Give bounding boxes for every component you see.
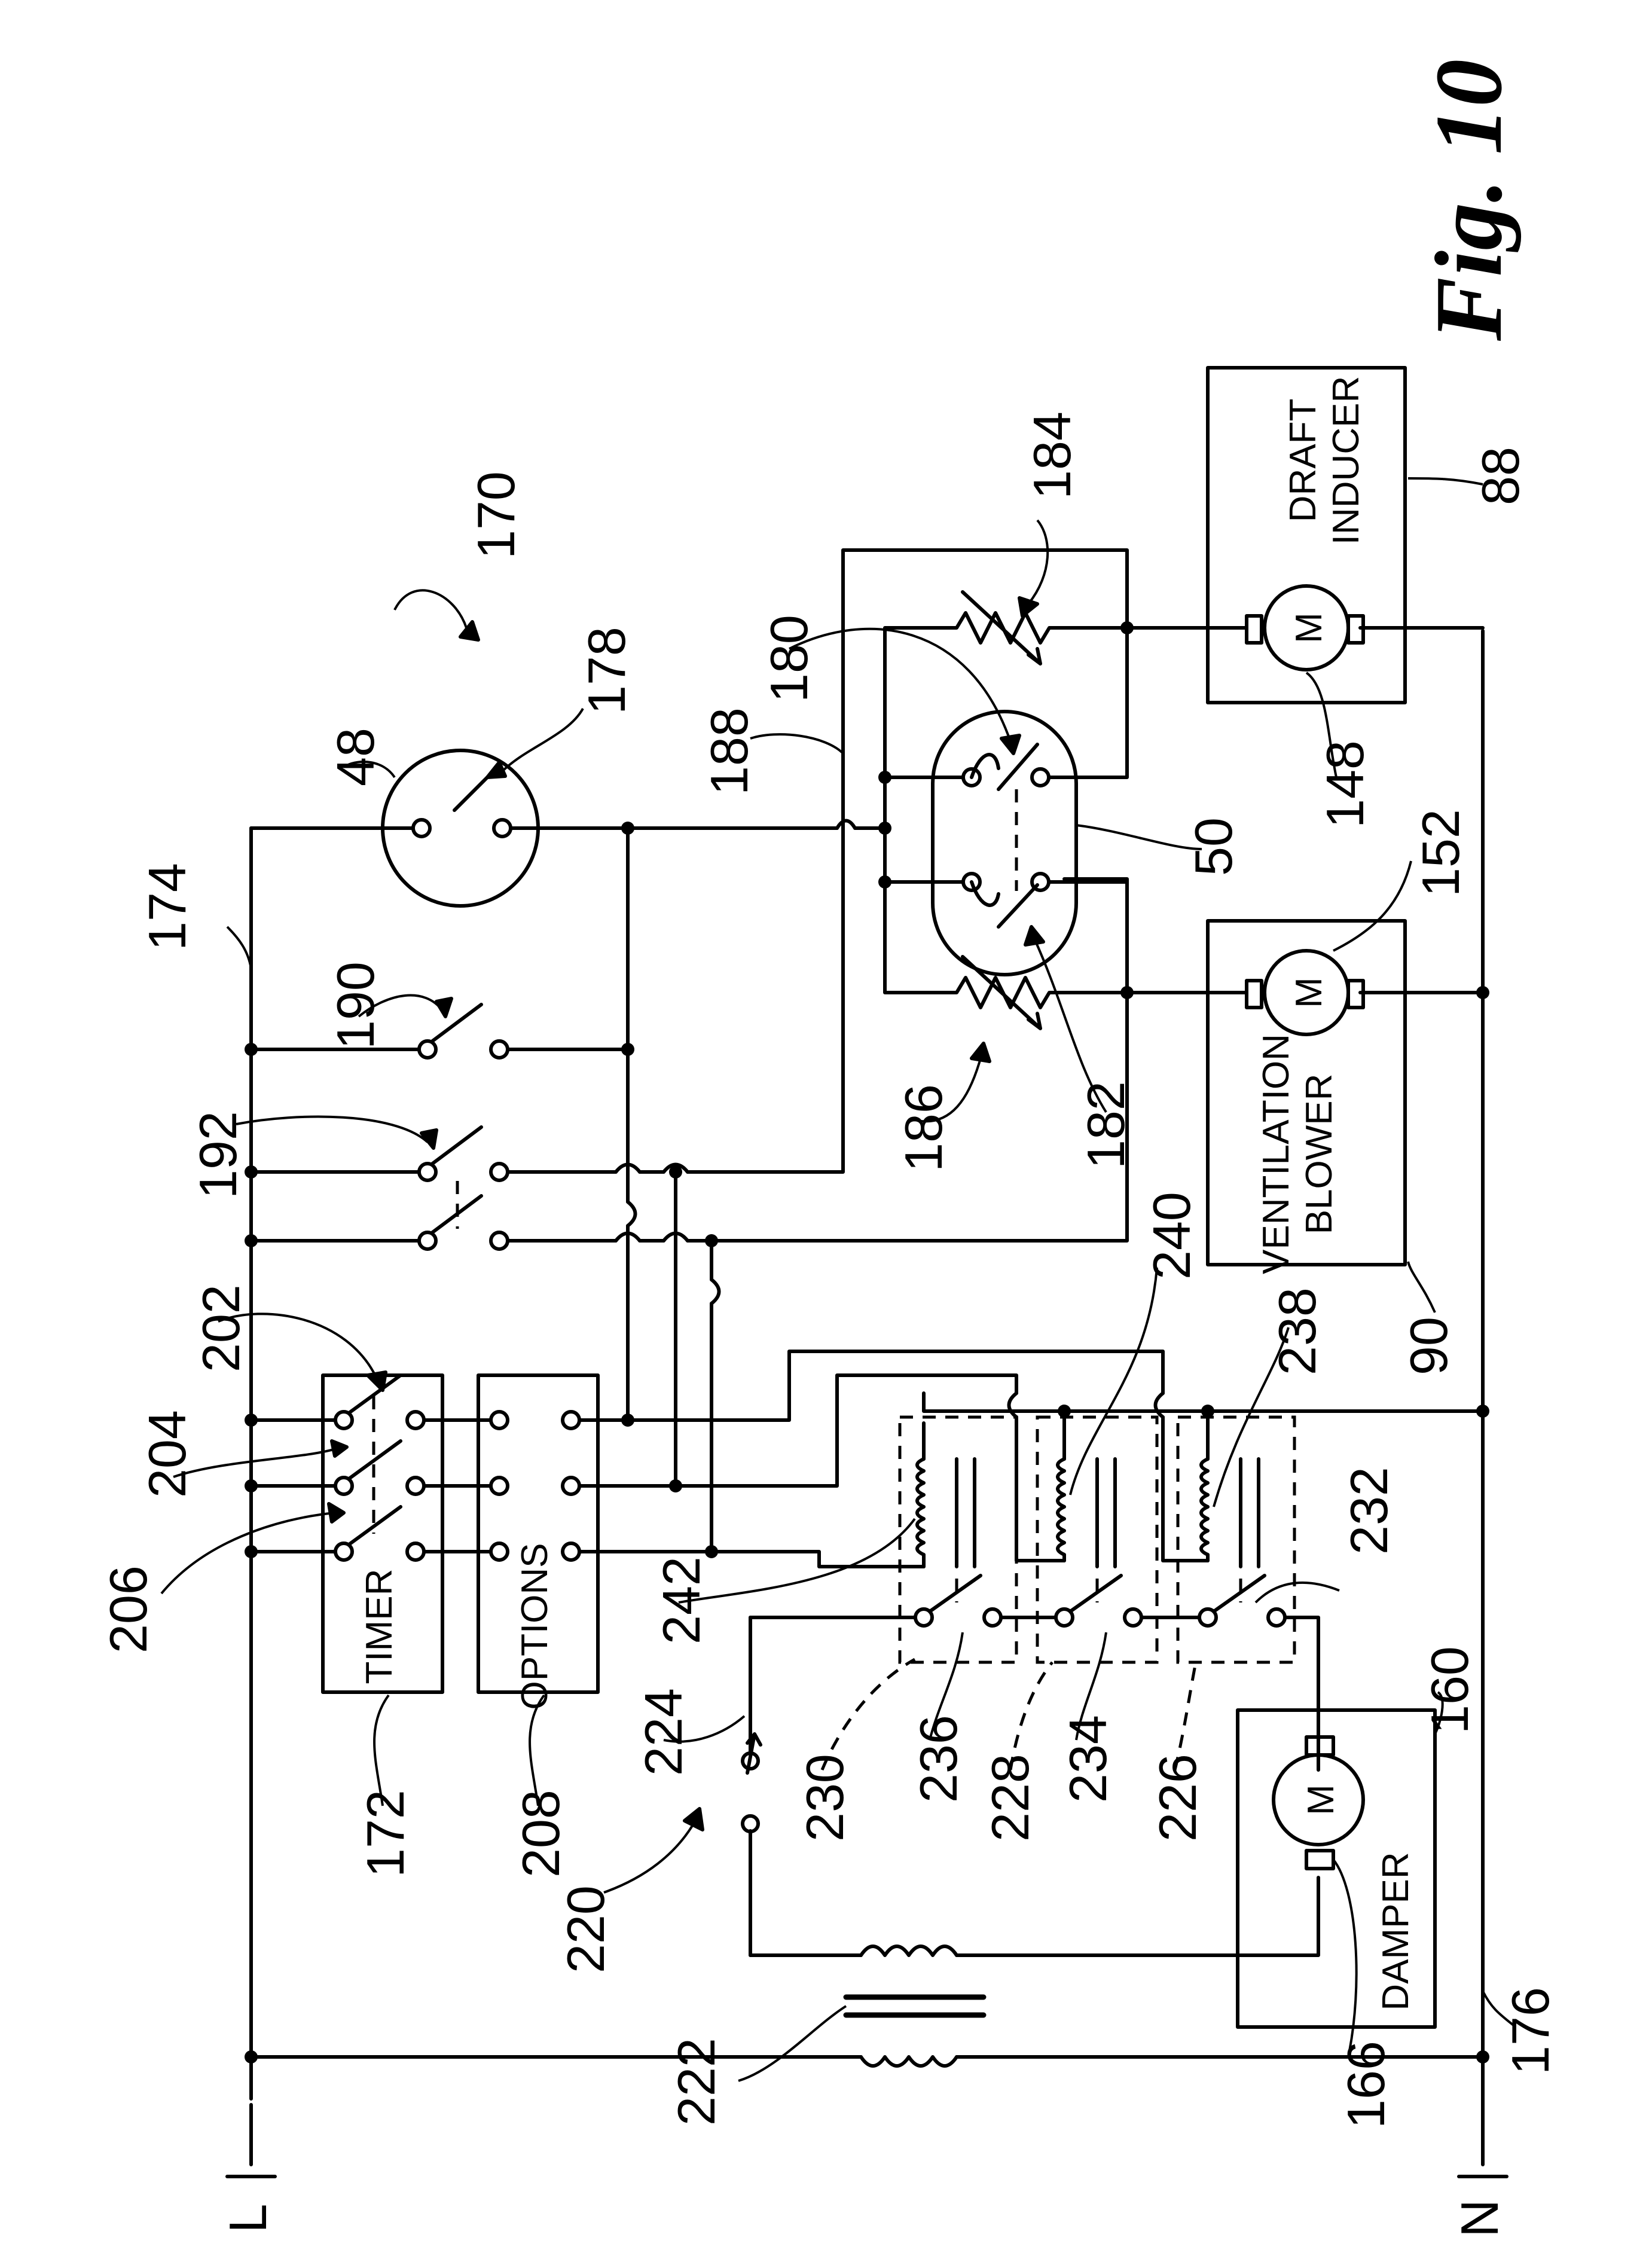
ref-204: 204 (138, 1410, 197, 1498)
damper-160: M DAMPER (1236, 1708, 1437, 2029)
coil-neutral-return (922, 1391, 1485, 1413)
ref-222: 222 (667, 2038, 726, 2126)
ref-170: 170 (466, 471, 526, 559)
neutral-terminal-label: N (1450, 2199, 1509, 2237)
relay-50 (878, 626, 1129, 994)
switch-224 (741, 1616, 762, 1957)
ventilation-blower-90: M VENTILATION BLOWER (1125, 919, 1489, 1274)
ref-152: 152 (1411, 809, 1470, 897)
ref-184: 184 (1022, 411, 1082, 499)
ref-206: 206 (99, 1565, 158, 1653)
ventilation-blower-line1: VENTILATION (1256, 1034, 1297, 1274)
ref-236: 236 (909, 1715, 968, 1803)
ref-90: 90 (1399, 1317, 1458, 1375)
draft-inducer-88: M DRAFT INDUCER (1125, 366, 1485, 704)
coil-feed-mid (674, 1373, 1018, 1488)
ref-224: 224 (634, 1688, 693, 1776)
ref-202: 202 (191, 1284, 251, 1372)
ref-172: 172 (356, 1790, 415, 1878)
draft-inducer-line1: DRAFT (1282, 399, 1324, 523)
ref-220: 220 (556, 1885, 615, 1973)
relay-226 (1161, 1409, 1296, 1664)
svg-text:L: L (218, 2204, 277, 2233)
options-outputs (578, 1418, 713, 1553)
contact-chain (749, 1616, 1320, 1772)
figure-label-text: Fig. 10 (1415, 59, 1522, 341)
damper-motor-symbol: M (1300, 1784, 1342, 1815)
svg-text:N: N (1450, 2199, 1509, 2237)
line-terminal-label: L (218, 2204, 277, 2233)
ref-180: 180 (759, 615, 819, 703)
ref-50: 50 (1184, 817, 1243, 876)
switch-192 (245, 826, 1129, 1251)
ref-182: 182 (1076, 1081, 1135, 1169)
ref-238: 238 (1268, 1287, 1327, 1375)
ref-188: 188 (700, 707, 759, 795)
crossover-188 (835, 819, 857, 830)
ref-178: 178 (577, 627, 636, 715)
relay-228 (1015, 1409, 1159, 1664)
ref-176: 176 (1501, 1987, 1560, 2075)
relay-230 (898, 1415, 1018, 1664)
ref-232: 232 (1339, 1467, 1398, 1555)
leader-lines (160, 477, 1517, 2082)
coil-feed-low (710, 1550, 926, 1568)
ref-242: 242 (652, 1556, 711, 1644)
ref-234: 234 (1058, 1715, 1117, 1803)
ref-240: 240 (1142, 1192, 1201, 1280)
ref-192: 192 (188, 1111, 248, 1199)
ref-208: 208 (511, 1790, 570, 1878)
damper-label: DAMPER (1375, 1852, 1416, 2010)
ref-148: 148 (1315, 740, 1375, 828)
options-208: OPTIONS (477, 1373, 600, 1710)
timer-172: TIMER (245, 1373, 495, 1694)
ref-160: 160 (1420, 1646, 1479, 1734)
blower-motor-symbol: M (1288, 977, 1330, 1008)
crossover-1945 (1153, 1391, 1165, 1419)
ref-88: 88 (1471, 447, 1530, 505)
ref-48: 48 (326, 728, 385, 786)
limit-switch-48 (381, 749, 540, 908)
resistor-186 (883, 880, 1134, 1030)
ventilation-blower-line2: BLOWER (1299, 1074, 1340, 1235)
timer-label: TIMER (359, 1569, 400, 1684)
reference-numerals: 170 174 48 178 190 192 188 180 184 50 18… (99, 411, 1560, 2129)
ref-186: 186 (894, 1084, 953, 1172)
transformer-222 (245, 1876, 1489, 2068)
ref-226: 226 (1148, 1754, 1207, 1842)
crossover-1050-a (626, 1200, 637, 1228)
crossover-1190 (710, 1278, 721, 1305)
ref-174: 174 (138, 863, 197, 951)
figure-label: Fig. 10 (1415, 59, 1522, 341)
options-label: OPTIONS (514, 1543, 555, 1710)
inducer-motor-symbol: M (1288, 612, 1330, 643)
crossover-1700 (1007, 1391, 1018, 1419)
resistor-184 (883, 590, 1134, 779)
ref-166: 166 (1336, 2041, 1396, 2129)
draft-inducer-line2: INDUCER (1326, 376, 1367, 545)
ref-230: 230 (795, 1754, 854, 1842)
switch-190 (245, 1003, 634, 1060)
